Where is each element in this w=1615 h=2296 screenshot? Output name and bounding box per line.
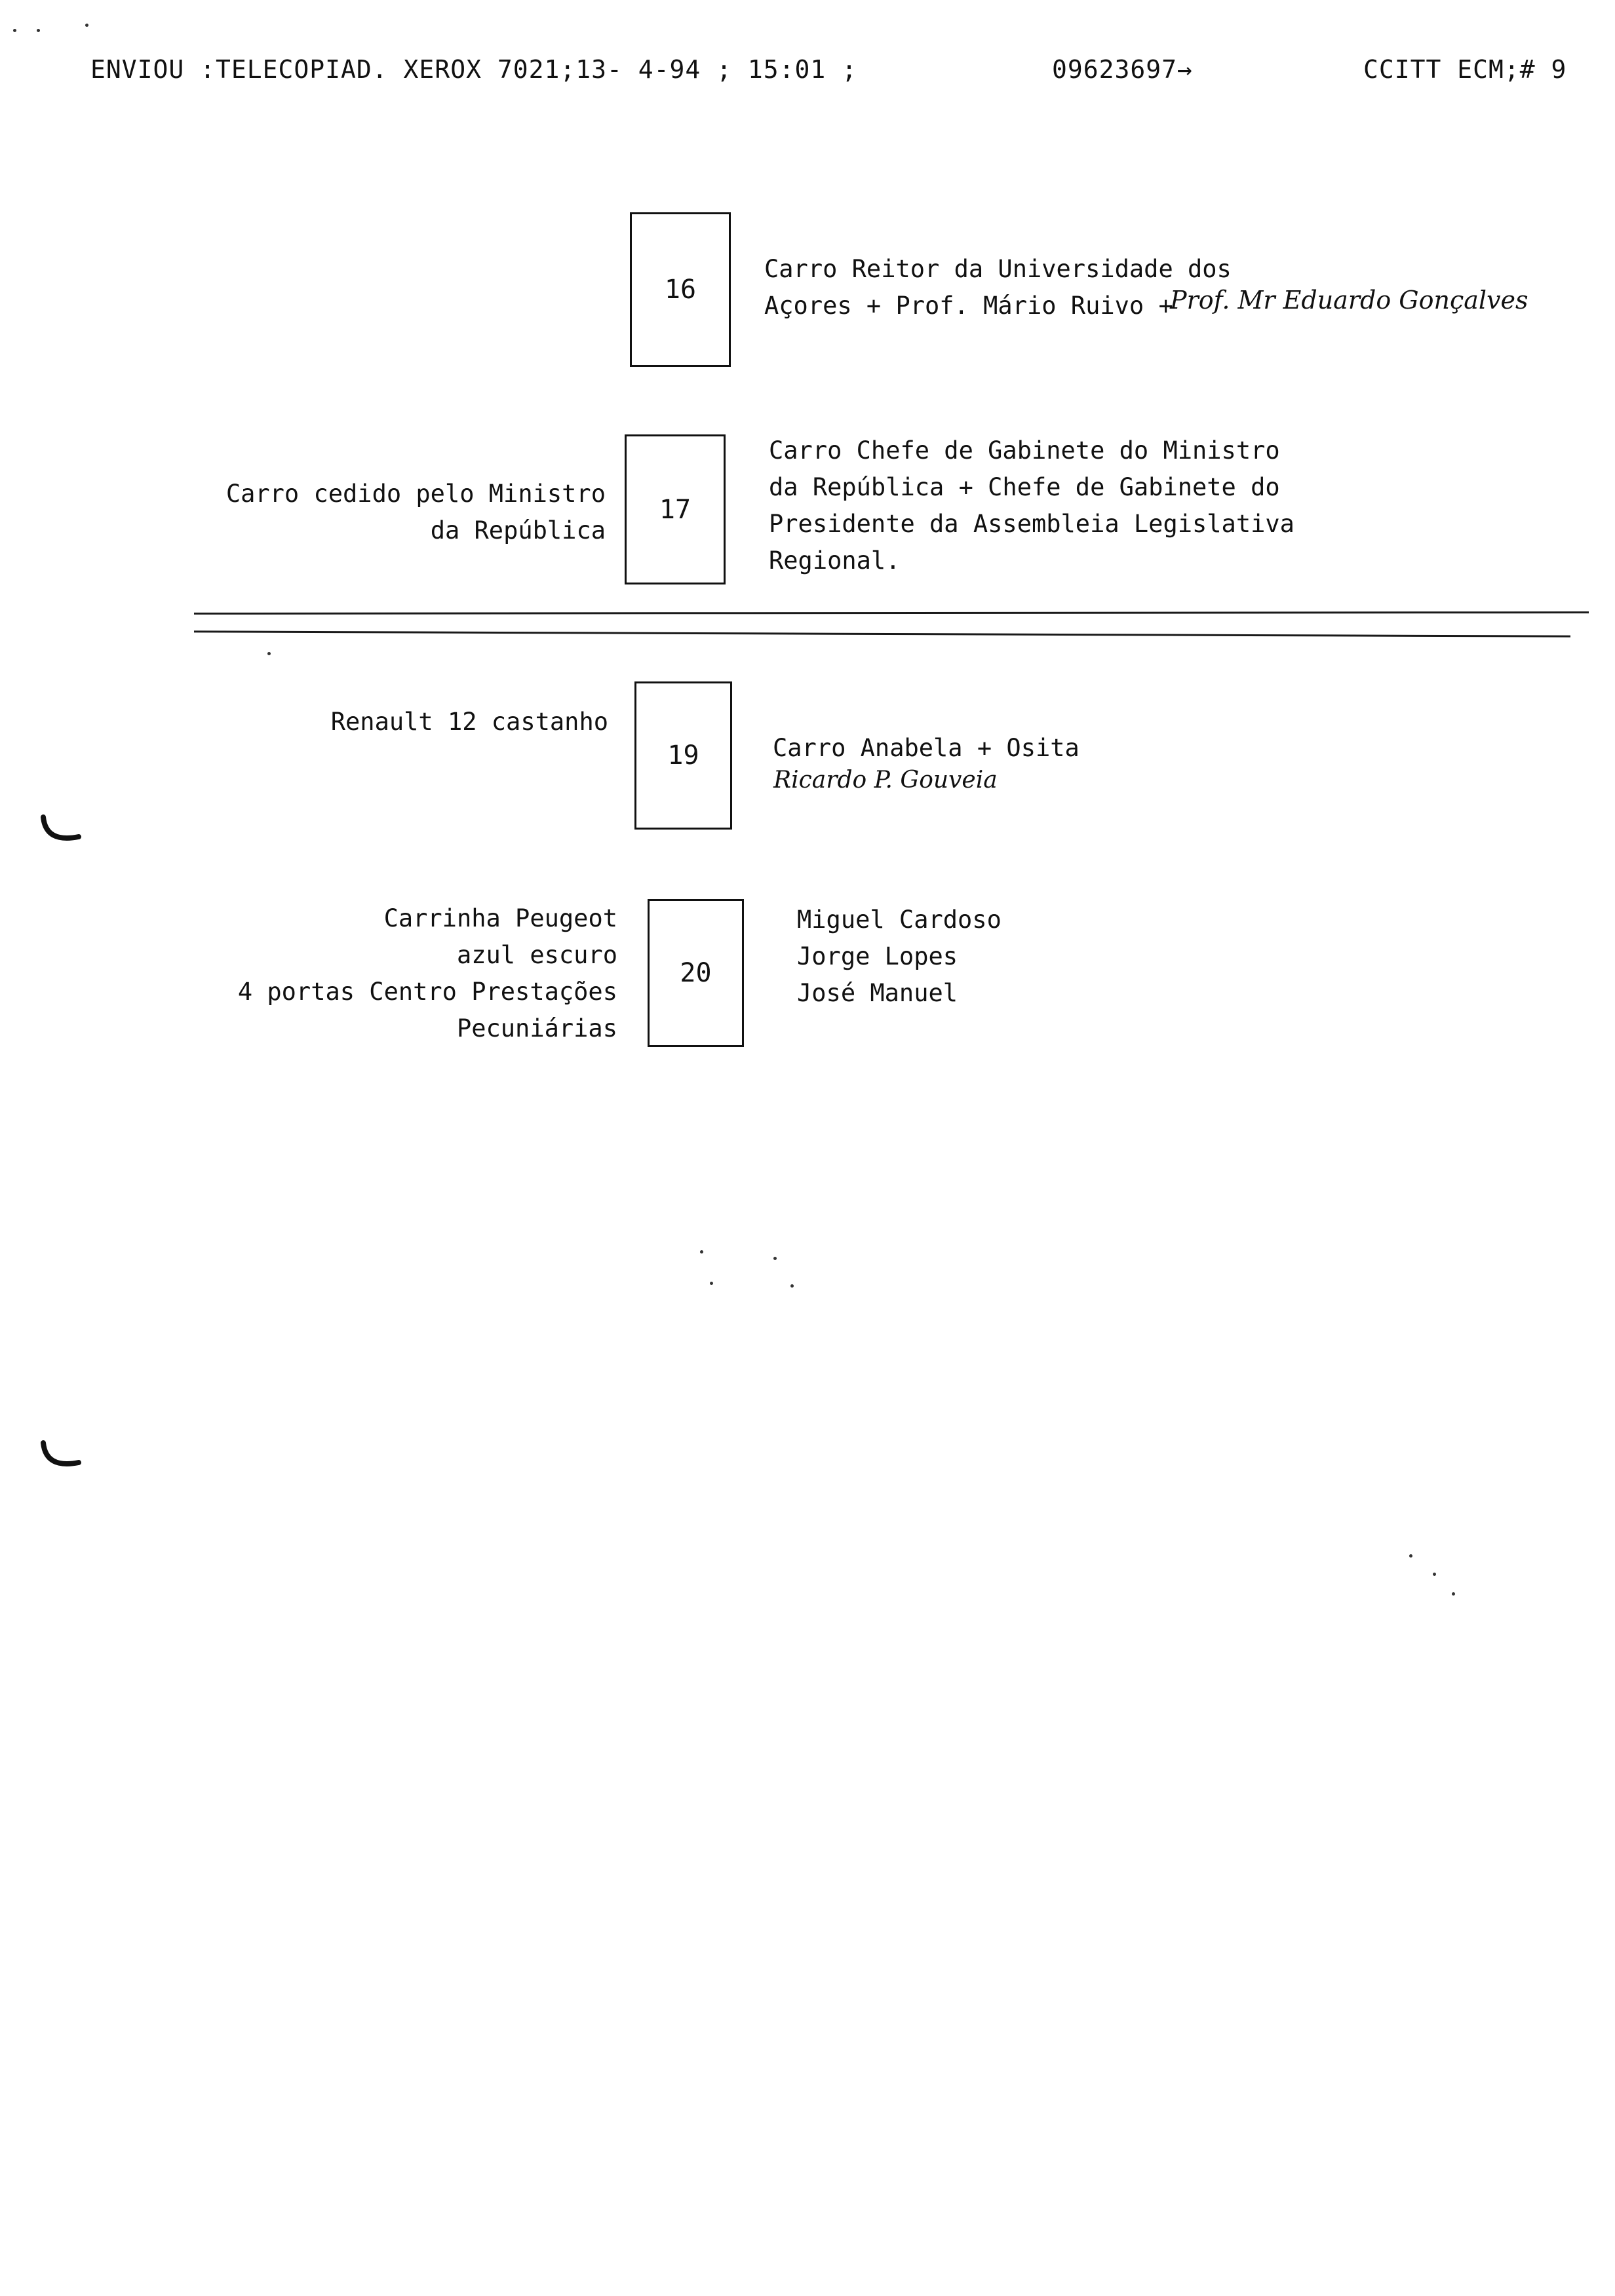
scan-speck	[790, 1284, 794, 1288]
entry-number-box: 17	[625, 434, 726, 584]
entry-description: Carro Chefe de Gabinete do Ministro da R…	[769, 432, 1294, 579]
entry-number-box: 20	[648, 899, 744, 1047]
scan-speck	[13, 29, 16, 32]
description-line: Miguel Cardoso	[797, 906, 1002, 934]
description-line: Carro Reitor da Universidade dos	[764, 255, 1232, 283]
fax-header-mode: CCITT ECM;# 9	[1363, 55, 1567, 84]
entry-description: Carro Reitor da Universidade dos Açores …	[764, 251, 1232, 324]
scan-speck	[1409, 1554, 1412, 1558]
car-description: Carro cedido pelo Ministro da República	[226, 476, 606, 549]
fax-header-sender: ENVIOU :TELECOPIAD. XEROX 7021;13- 4-94 …	[90, 55, 858, 84]
binding-mark-icon	[41, 814, 81, 841]
scan-speck	[85, 24, 88, 27]
car-line: Carrinha Peugeot	[383, 904, 617, 932]
car-line: Renault 12 castanho	[330, 708, 608, 736]
scan-speck	[1433, 1573, 1436, 1576]
description-line: Carro Anabela + Osita	[773, 734, 1080, 762]
scan-speck	[1452, 1592, 1455, 1596]
car-line: da República	[430, 516, 606, 545]
entry-description: Miguel Cardoso Jorge Lopes José Manuel	[797, 902, 1002, 1012]
description-line: Presidente da Assembleia Legislativa	[769, 510, 1294, 538]
description-line: Regional.	[769, 546, 901, 575]
handwritten-note: Prof. Mr Eduardo Gonçalves	[1170, 286, 1528, 315]
separator-rule-top	[193, 611, 1589, 615]
scan-speck	[700, 1250, 703, 1253]
description-line: da República + Chefe de Gabinete do	[769, 473, 1280, 501]
fax-header-number: 09623697→	[1052, 55, 1193, 84]
binding-mark-icon	[41, 1440, 81, 1466]
separator-rule-bottom	[194, 630, 1570, 638]
description-line: Açores + Prof. Mário Ruivo +	[764, 292, 1173, 320]
car-line: 4 portas Centro Prestações	[237, 978, 617, 1006]
car-description: Renault 12 castanho	[331, 704, 608, 740]
entry-number-box: 19	[634, 681, 732, 830]
description-line: Carro Chefe de Gabinete do Ministro	[769, 436, 1280, 465]
car-line: Pecuniárias	[456, 1014, 617, 1043]
entry-description: Carro Anabela + Osita	[773, 730, 1080, 767]
car-line: Carro cedido pelo Ministro	[225, 480, 606, 508]
scan-speck	[773, 1257, 777, 1260]
scan-speck	[710, 1282, 713, 1285]
scan-speck	[37, 29, 40, 32]
entry-number-box: 16	[630, 212, 731, 367]
car-line: azul escuro	[456, 941, 617, 969]
car-description: Carrinha Peugeot azul escuro 4 portas Ce…	[238, 900, 617, 1047]
handwritten-note: Ricardo P. Gouveia	[773, 767, 998, 794]
scan-speck	[267, 652, 271, 655]
description-line: Jorge Lopes	[797, 942, 958, 970]
description-line: José Manuel	[797, 979, 958, 1007]
